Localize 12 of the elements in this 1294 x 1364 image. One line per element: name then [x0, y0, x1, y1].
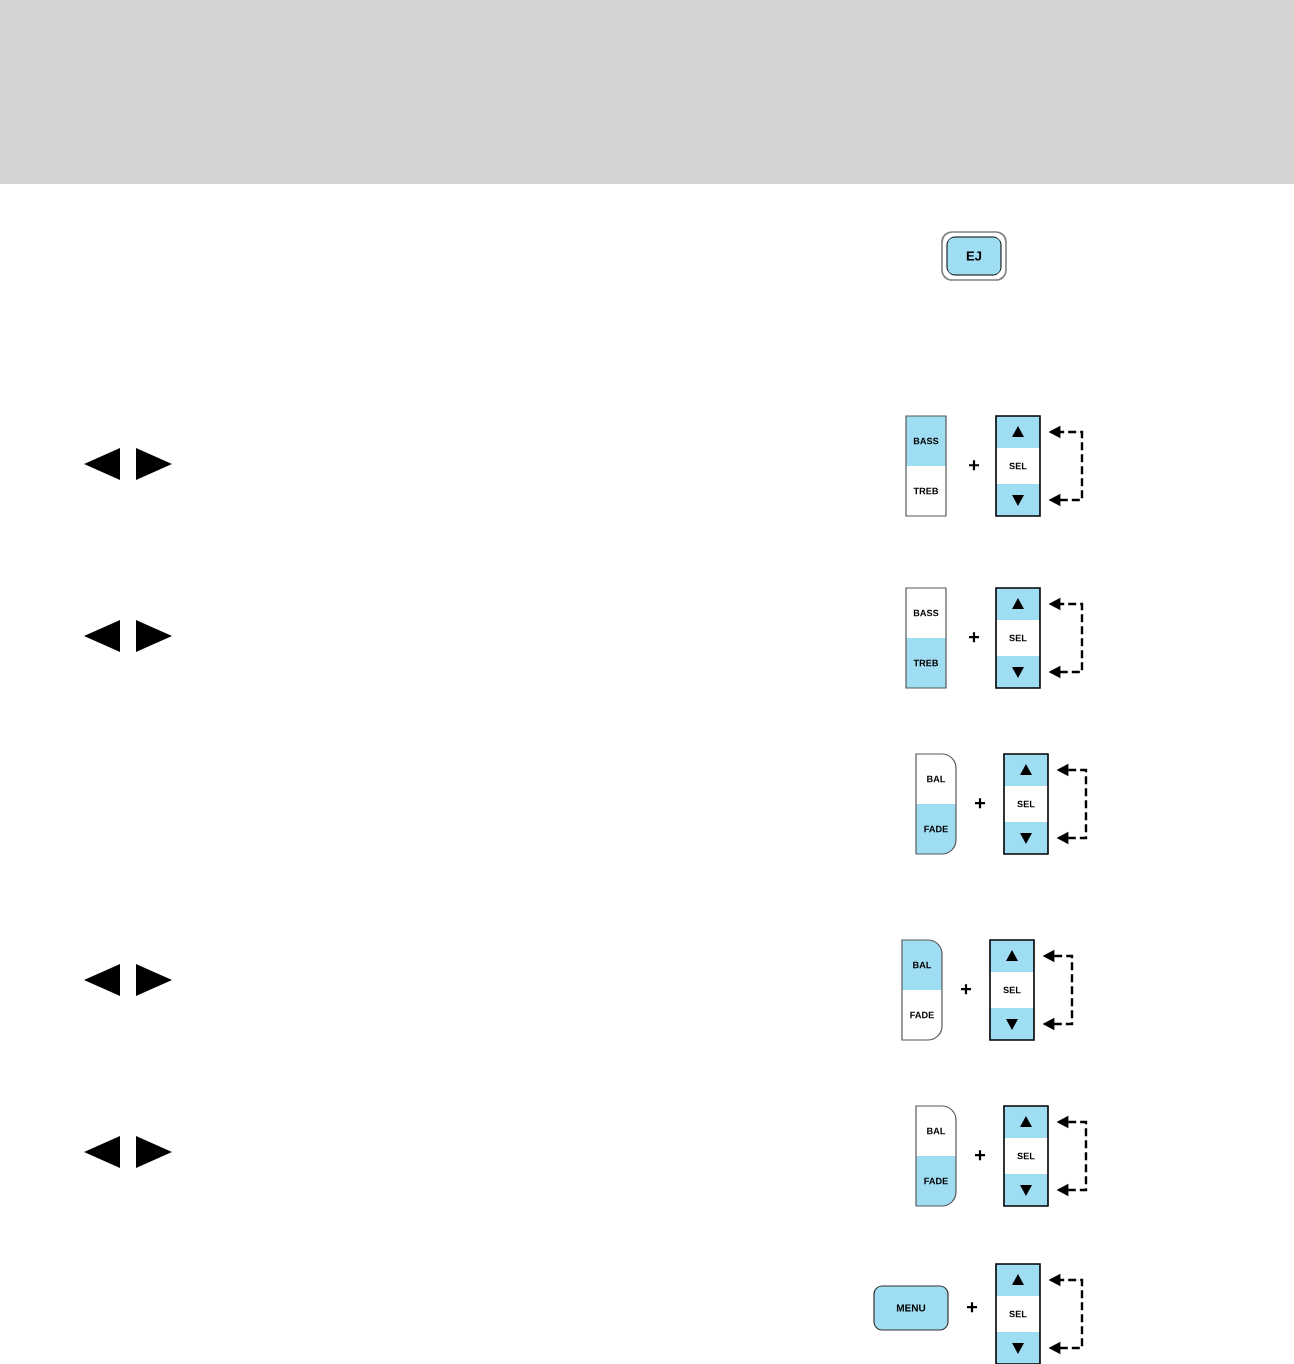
down-key: [996, 1332, 1040, 1364]
down-key: [990, 1008, 1034, 1040]
plus-sign: +: [975, 1150, 986, 1161]
plus-sign: +: [975, 798, 986, 809]
down-key: [996, 656, 1040, 688]
down-key: [1004, 822, 1048, 854]
plus-sign: +: [969, 632, 980, 643]
plus-sign: +: [969, 460, 980, 471]
down-key: [1004, 1174, 1048, 1206]
plus-sign: +: [961, 984, 972, 995]
down-key: [996, 484, 1040, 516]
plus-sign: +: [967, 1302, 978, 1313]
